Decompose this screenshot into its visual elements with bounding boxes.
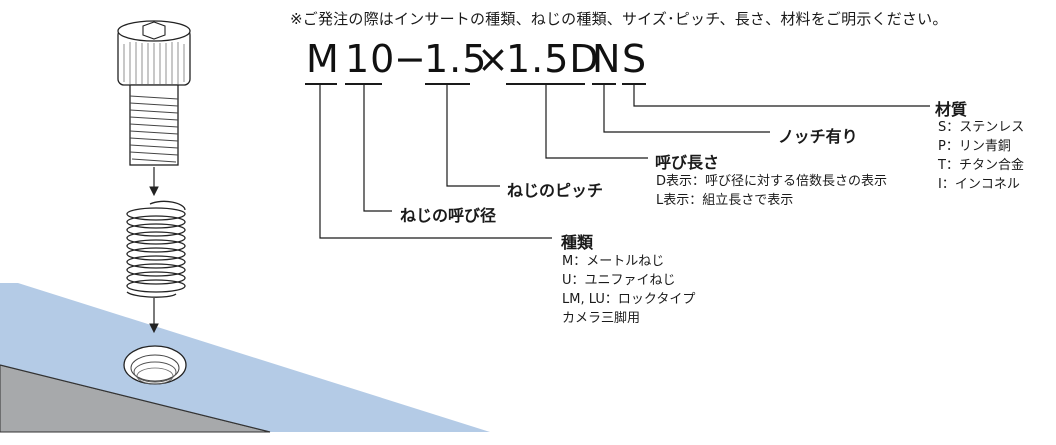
tapped-hole-icon [123, 345, 187, 385]
label-type: 種類 [561, 233, 594, 252]
leader-length [545, 84, 648, 159]
code-type: M [306, 37, 340, 81]
material-item: S：ステンレス [938, 120, 1025, 135]
material-item: P：リン青銅 [938, 139, 1011, 154]
type-item: M：メートルねじ [562, 254, 665, 269]
down-arrow-icon [149, 167, 159, 197]
code-length: 1.5D [506, 37, 600, 81]
code-notch: N [592, 37, 622, 81]
length-item: L表示：組立長さで表示 [656, 193, 794, 208]
coil-insert-icon [126, 200, 186, 298]
type-item: カメラ三脚用 [562, 311, 641, 326]
material-item: I：インコネル [938, 177, 1020, 192]
label-notch: ノッチ有り [778, 127, 858, 146]
code-times: × [477, 37, 510, 81]
type-item: U：ユニファイねじ [562, 273, 676, 288]
leader-diameter [363, 84, 392, 212]
code-diameter: 10 [345, 37, 396, 81]
label-diameter: ねじの呼び径 [400, 206, 497, 225]
leader-pitch [446, 84, 500, 187]
material-item: T：チタン合金 [938, 158, 1024, 173]
plate-top [0, 283, 490, 432]
plate-edge [0, 364, 271, 433]
length-item: D表示：呼び径に対する倍数長さの表示 [656, 174, 888, 189]
leader-notch [603, 84, 770, 133]
leader-lines [319, 84, 930, 239]
label-length: 呼び長さ [655, 153, 720, 172]
leader-type [319, 84, 552, 239]
code-material: S [622, 37, 648, 81]
order-note: ※ご発注の際はインサートの種類、ねじの種類、サイズ･ピッチ、長さ、材料をご明示く… [290, 10, 948, 28]
label-material: 材質 [935, 100, 968, 119]
type-list: M：メートルねじ U：ユニファイねじ LM, LU：ロックタイプ カメラ三脚用 [562, 252, 695, 328]
code-dash: − [394, 37, 427, 81]
label-pitch: ねじのピッチ [507, 181, 604, 200]
cap-screw-icon [117, 20, 191, 166]
leader-material [633, 84, 930, 107]
type-item: LM, LU：ロックタイプ [562, 292, 696, 307]
code-pitch: 1.5 [424, 37, 488, 81]
length-list: D表示：呼び径に対する倍数長さの表示 L表示：組立長さで表示 [656, 172, 887, 210]
material-list: S：ステンレス P：リン青銅 T：チタン合金 I：インコネル [938, 118, 1024, 194]
down-arrow-icon [149, 298, 159, 334]
